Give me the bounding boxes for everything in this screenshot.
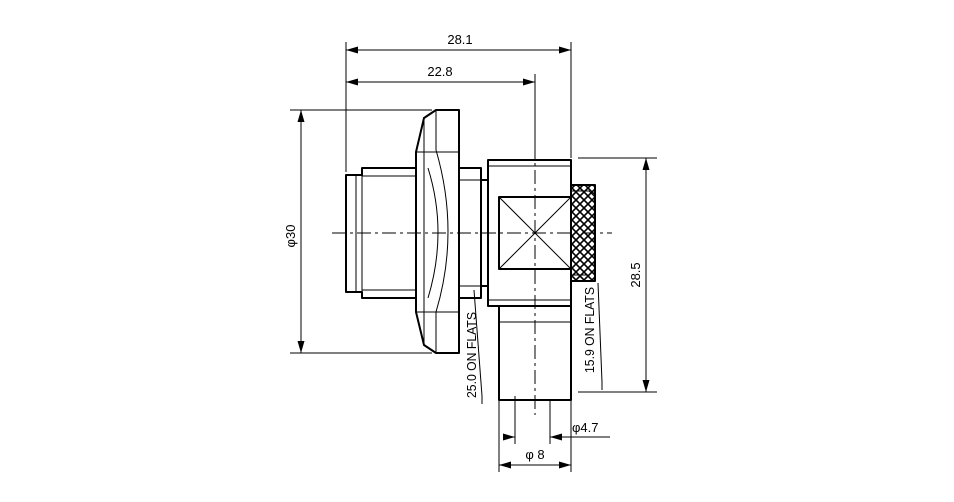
arrow-head: [499, 461, 511, 469]
arrow-head: [297, 341, 305, 353]
dimension-label: 28.1: [447, 32, 472, 47]
dimension-label: φ4.7: [572, 420, 599, 435]
arrow-head: [550, 433, 562, 441]
flange-inner-line: [416, 151, 459, 313]
arrow-head: [559, 46, 571, 54]
dimension-overall-length: 28.1: [345, 32, 572, 172]
dimension-label: 22.8: [427, 64, 452, 79]
dimension-pin-diameter: φ4.7: [503, 400, 610, 444]
dimension-length-to-axis: 22.8: [346, 64, 536, 145]
dimension-label: 15.9 ON FLATS: [582, 287, 597, 373]
leader-line: [473, 289, 483, 397]
arrow-head: [297, 110, 305, 122]
dimension-flange-diameter: φ30: [283, 109, 432, 354]
knurl-chamfer: [571, 190, 596, 276]
arrow-head: [642, 158, 650, 170]
leader-nut-flats: 15.9 ON FLATS: [582, 282, 603, 390]
arrow-head: [559, 461, 571, 469]
arrow-head: [503, 433, 515, 441]
flange-curve: [435, 149, 449, 313]
arrow-head: [642, 380, 650, 392]
arrow-head: [346, 78, 358, 86]
leader-body-flats: 25.0 ON FLATS: [464, 289, 483, 404]
dimension-label: φ30: [283, 225, 298, 248]
hex-nut-outline: [458, 167, 482, 299]
arrow-head: [523, 78, 535, 86]
dimension-label: 25.0 ON FLATS: [464, 312, 479, 398]
center-lines: [332, 145, 612, 415]
dimension-label: φ 8: [525, 447, 544, 462]
arrow-head: [346, 46, 358, 54]
leader-line: [597, 282, 603, 383]
flange-outline: [415, 109, 460, 354]
dimension-cable-diameter: φ 8: [498, 400, 572, 472]
dimension-label: 28.5: [628, 262, 643, 287]
dimension-height: 28.5: [578, 157, 657, 393]
